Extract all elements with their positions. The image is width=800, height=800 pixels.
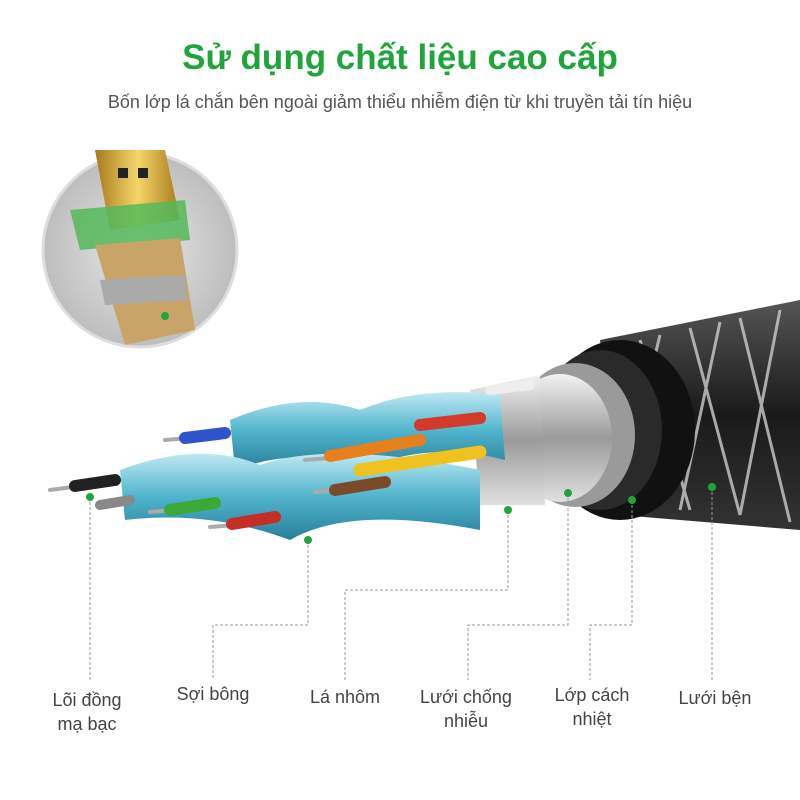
page-subtitle: Bốn lớp lá chắn bên ngoài giảm thiểu nhi… <box>107 92 693 112</box>
label-anti-interference-mesh: Lưới chống nhiễu <box>396 685 536 733</box>
leader-lines <box>89 487 713 680</box>
label-line: Lá nhôm <box>309 687 381 707</box>
label-cotton-fiber: Sợi bông <box>143 682 283 706</box>
marker-dot <box>628 496 636 504</box>
label-silver-copper-core: Lõi đồng mạ bạc <box>17 688 157 736</box>
marker-dots <box>86 483 716 544</box>
label-aluminum-foil: Lá nhôm <box>275 685 415 709</box>
marker-dot <box>708 483 716 491</box>
marker-dot <box>304 536 312 544</box>
twisted-pairs <box>120 392 505 540</box>
label-line: Lớp cách <box>554 685 630 705</box>
page-title: Sử dụng chất liệu cao cấp <box>182 38 618 77</box>
label-line: nhiệt <box>572 709 612 729</box>
label-braided-mesh: Lưới bện <box>645 686 785 710</box>
label-line: nhiễu <box>443 711 489 731</box>
label-line: mạ bạc <box>57 714 117 734</box>
label-line: Lõi đồng <box>52 690 122 710</box>
label-insulation-layer: Lớp cách nhiệt <box>522 683 662 731</box>
label-line: Lưới chống <box>420 687 512 707</box>
label-line: Lưới bện <box>678 688 752 708</box>
label-line: Sợi bông <box>176 684 250 704</box>
marker-dot <box>86 493 94 501</box>
conductor-wires <box>48 380 535 530</box>
hdmi-connector-inset <box>41 150 239 349</box>
marker-dot <box>504 506 512 514</box>
marker-dot <box>564 489 572 497</box>
cable-body <box>470 300 800 530</box>
